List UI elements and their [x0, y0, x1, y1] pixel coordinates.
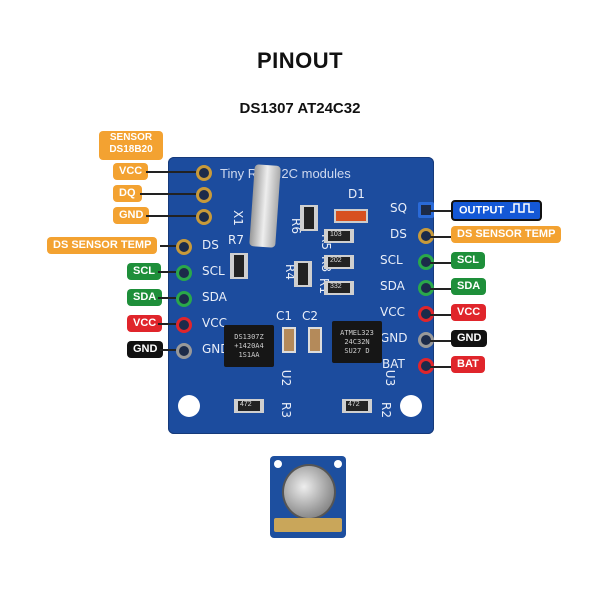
- line-sensor-gnd: [146, 215, 196, 217]
- chip-u3-at24c32: ATMEL323 24C32N SU27 D: [332, 321, 382, 363]
- label-right-sda: SDA: [451, 278, 487, 295]
- capacitor-c1: [282, 327, 296, 353]
- resistor-r1: 332: [324, 281, 354, 295]
- resistor-r2: 472: [342, 399, 372, 413]
- coin-cell-battery: [282, 464, 336, 520]
- silk-left-ds: DS: [202, 238, 219, 252]
- resistor-r5: 103: [324, 229, 354, 243]
- rtc-board: Tiny RTC I2C modules DS SCL SDA VCC GND …: [168, 157, 434, 434]
- label-sensor-dq: DQ: [113, 185, 142, 202]
- line-right-vcc: [430, 314, 452, 316]
- board-header-text: Tiny RTC I2C modules: [220, 166, 351, 181]
- rtc-board-back: [270, 456, 346, 538]
- line-left-ds: [160, 245, 176, 247]
- line-right-bat: [430, 366, 452, 368]
- resistor-r7: [230, 253, 248, 279]
- line-right-sq: [430, 210, 452, 212]
- line-right-gnd: [430, 340, 452, 342]
- silk-c2: C2: [302, 309, 319, 323]
- silk-d1: D1: [348, 187, 365, 201]
- silk-right-sda: SDA: [380, 279, 405, 293]
- code-r1: 332: [330, 283, 342, 290]
- silk-u3: U3: [383, 369, 398, 387]
- silk-right-bat: BAT: [382, 357, 405, 371]
- pin-sensor-gnd: [196, 209, 212, 225]
- pin-sensor-dq: [196, 187, 212, 203]
- silk-left-sda: SDA: [202, 290, 227, 304]
- line-right-ds: [430, 236, 452, 238]
- label-right-scl: SCL: [451, 252, 485, 269]
- label-right-bat: BAT: [451, 356, 485, 373]
- label-right-vcc: VCC: [451, 304, 487, 321]
- resistor-r4: [294, 261, 312, 287]
- pin-left-sda: [176, 291, 192, 307]
- resistor-r8: 202: [324, 255, 354, 269]
- line-sensor-vcc: [146, 171, 196, 173]
- label-sensor-ds18b20: SENSOR DS18B20: [99, 131, 163, 160]
- code-r8: 202: [330, 257, 342, 264]
- label-sensor-gnd: GND: [113, 207, 150, 224]
- silk-x1: X1: [230, 210, 245, 226]
- pin-left-ds: [176, 239, 192, 255]
- label-sensor-vcc: VCC: [113, 163, 149, 180]
- line-left-sda: [158, 297, 176, 299]
- label-right-ds-sensor-temp: DS SENSOR TEMP: [451, 226, 562, 243]
- battery-holder-clip: [274, 518, 342, 532]
- silk-r3: R3: [278, 402, 293, 418]
- chip-u2-ds1307: DS1307Z +1420A4 1S1AA: [224, 325, 274, 367]
- page-subtitle: DS1307 AT24C32: [239, 100, 361, 117]
- silk-left-gnd: GND: [202, 342, 230, 356]
- silk-right-sq: SQ: [390, 201, 408, 215]
- pin-left-vcc: [176, 317, 192, 333]
- label-right-output-text: OUTPUT: [459, 204, 505, 217]
- silk-right-gnd: GND: [380, 331, 408, 345]
- silk-u2: U2: [279, 369, 294, 387]
- silk-left-scl: SCL: [202, 264, 225, 278]
- label-right-output: OUTPUT: [451, 200, 543, 221]
- code-r3: 472: [240, 401, 252, 408]
- pin-left-scl: [176, 265, 192, 281]
- crystal-x1: [249, 164, 281, 248]
- code-r2: 472: [348, 401, 360, 408]
- line-sensor-dq: [140, 193, 196, 195]
- label-left-vcc: VCC: [127, 315, 163, 332]
- chip-u3-label: ATMEL323 24C32N SU27 D: [340, 329, 374, 355]
- resistor-r6: [300, 205, 318, 231]
- back-mounting-hole-left: [274, 460, 282, 468]
- back-mounting-hole-right: [334, 460, 342, 468]
- line-left-scl: [158, 271, 176, 273]
- page-title: PINOUT: [256, 48, 344, 73]
- silk-right-scl: SCL: [380, 253, 403, 267]
- chip-u2-label: DS1307Z +1420A4 1S1AA: [234, 333, 264, 359]
- silk-r2: R2: [378, 402, 393, 418]
- capacitor-c2: [308, 327, 322, 353]
- diode-d1: [334, 209, 368, 223]
- label-left-scl: SCL: [127, 263, 161, 280]
- pin-left-gnd: [176, 343, 192, 359]
- silk-left-vcc: VCC: [202, 316, 227, 330]
- silk-r7: R7: [228, 233, 244, 247]
- label-left-ds-sensor-temp: DS SENSOR TEMP: [47, 237, 158, 254]
- silk-c1: C1: [276, 309, 293, 323]
- mounting-hole-left: [178, 395, 200, 417]
- resistor-r3: 472: [234, 399, 264, 413]
- line-right-sda: [430, 288, 452, 290]
- label-right-gnd: GND: [451, 330, 488, 347]
- line-left-gnd: [160, 349, 176, 351]
- square-wave-icon: [510, 202, 535, 219]
- code-r5: 103: [330, 231, 342, 238]
- label-left-gnd: GND: [127, 341, 164, 358]
- line-right-scl: [430, 262, 452, 264]
- pin-sensor-vcc: [196, 165, 212, 181]
- label-left-sda: SDA: [127, 289, 163, 306]
- mounting-hole-right: [400, 395, 422, 417]
- silk-right-ds: DS: [390, 227, 407, 241]
- silk-right-vcc: VCC: [380, 305, 405, 319]
- line-left-vcc: [158, 323, 176, 325]
